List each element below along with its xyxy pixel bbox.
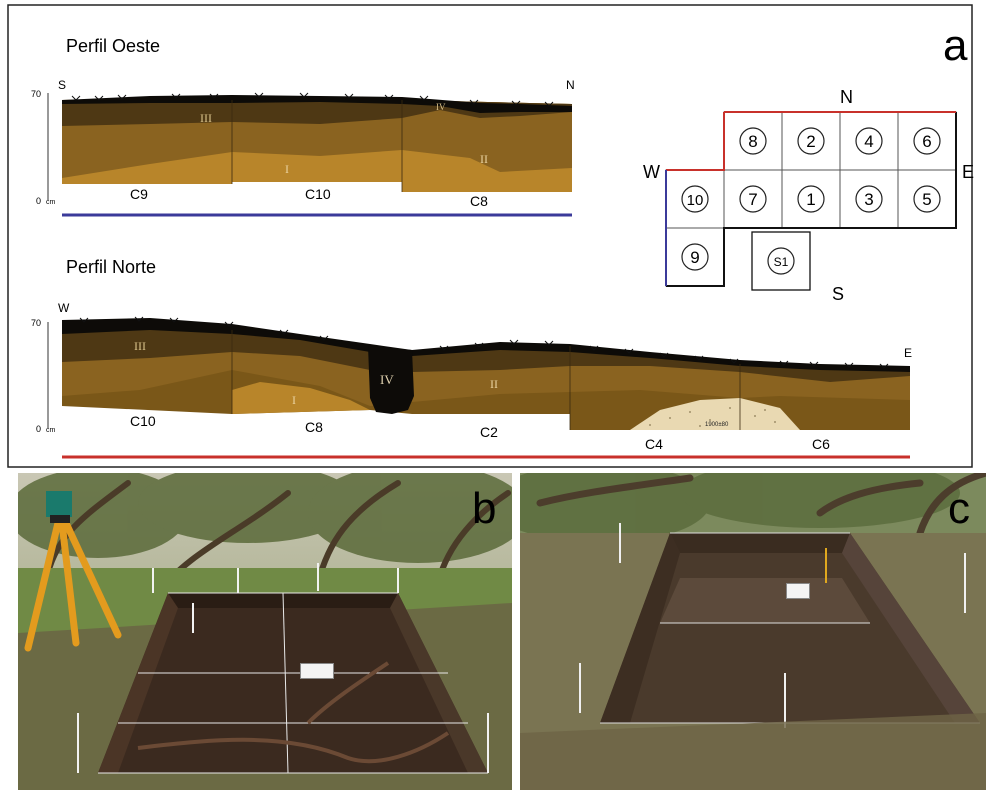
- profile-west-layer-ii: II: [480, 152, 488, 166]
- profile-west-scale-top: 70: [31, 89, 41, 99]
- profile-north-scale-unit: cm: [46, 427, 56, 434]
- profile-west-unit-c9: C9: [130, 186, 148, 202]
- profile-north-unit-c2: C2: [480, 424, 498, 440]
- grid-cell-5: 5: [922, 190, 931, 209]
- grid-cell-2: 2: [806, 132, 815, 151]
- profile-west-right-dir: N: [566, 78, 575, 92]
- grid-west-label: W: [643, 162, 660, 182]
- grid-cell-10: 10: [687, 192, 704, 209]
- profile-north-section: [62, 316, 910, 430]
- grid-cell-8: 8: [748, 132, 757, 151]
- excavation-grid-plan: N W E S 8 2 4: [643, 87, 974, 304]
- total-station-icon: [46, 491, 72, 517]
- profile-north-layer-i: I: [292, 393, 296, 407]
- profile-north-unit-c6: C6: [812, 436, 830, 452]
- profile-north-date: 1900±80: [705, 422, 729, 428]
- photo-b-sign: [300, 663, 334, 679]
- panel-label-b: b: [472, 484, 497, 533]
- photo-c-sign: [786, 583, 810, 599]
- profile-north-unit-c8: C8: [305, 419, 323, 435]
- grid-east-label: E: [962, 162, 974, 182]
- profile-north-title: Perfil Norte: [66, 257, 156, 277]
- grid-cell-4: 4: [864, 132, 873, 151]
- profile-west-layer-i: I: [285, 162, 289, 176]
- photo-c-excavation: c: [520, 473, 986, 790]
- profile-west-scale-unit: cm: [46, 199, 56, 206]
- panel-label-c: c: [948, 484, 970, 533]
- profile-north-scale-bottom: 0: [36, 424, 41, 434]
- profile-north-unit-c4: C4: [645, 436, 663, 452]
- profile-west-scale-bottom: 0: [36, 196, 41, 206]
- profile-north-scale-top: 70: [31, 318, 41, 328]
- panel-label-a: a: [943, 21, 968, 70]
- grid-cell-9: 9: [690, 248, 699, 267]
- profile-north-unit-c10: C10: [130, 413, 156, 429]
- profile-west-title: Perfil Oeste: [66, 36, 160, 56]
- profile-north-right-dir: E: [904, 346, 912, 360]
- photo-b-excavation-with-tripod: b: [18, 473, 512, 790]
- grid-cell-7: 7: [748, 190, 757, 209]
- profile-west-left-dir: S: [58, 78, 66, 92]
- profile-north-layer-iii: III: [134, 339, 146, 353]
- grid-sondeo-s1: S1: [774, 255, 789, 269]
- grid-cell-3: 3: [864, 190, 873, 209]
- grid-north-label: N: [840, 87, 853, 107]
- profile-west-layer-iv: IV: [436, 102, 446, 112]
- profile-west-unit-c8: C8: [470, 193, 488, 209]
- profile-north-left-dir: W: [58, 301, 70, 315]
- profile-north-layer-iv: IV: [380, 372, 394, 387]
- profile-west-unit-c10: C10: [305, 186, 331, 202]
- profile-north-layer-ii: II: [490, 377, 498, 391]
- grid-cell-6: 6: [922, 132, 931, 151]
- profile-west-layer-iii: III: [200, 111, 212, 125]
- grid-cell-1: 1: [806, 190, 815, 209]
- panel-a-profiles: Perfil Oeste S N 70 0 cm III IV I II C9 …: [7, 4, 974, 468]
- profile-west-section: [62, 92, 572, 192]
- grid-south-label: S: [832, 284, 844, 304]
